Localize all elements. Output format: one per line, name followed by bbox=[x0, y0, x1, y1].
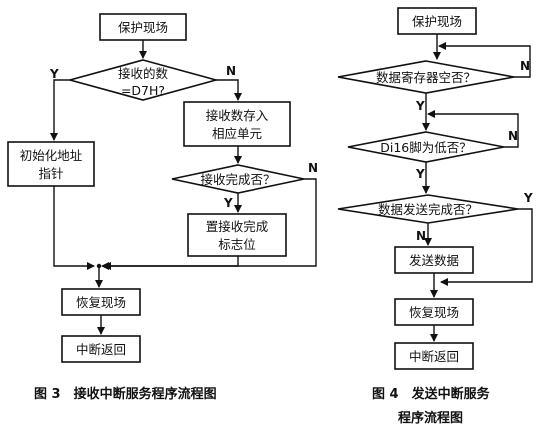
fig4-send-data-box bbox=[394, 246, 474, 274]
fig3-decision1-line2: =D7H? bbox=[121, 83, 165, 98]
fig4-protect-box bbox=[397, 7, 477, 35]
fig3-init-line1: 初始化地址 bbox=[20, 148, 83, 163]
fig4-y-label-3: Y bbox=[523, 191, 533, 205]
fig3-set-flag-box bbox=[187, 213, 287, 257]
fig4-decision1-label: 数据寄存器空否？ bbox=[376, 70, 476, 85]
fig3-return-label: 中断返回 bbox=[76, 342, 126, 357]
fig3-setflag-line2: 标志位 bbox=[218, 237, 256, 252]
fig4-return-box bbox=[394, 342, 474, 370]
fig4-decision2-label: Di16脚为低否？ bbox=[380, 140, 472, 155]
fig3-store-line1: 接收数存入 bbox=[206, 108, 269, 123]
fig4-send-label: 发送数据 bbox=[409, 253, 459, 268]
fig3-n-label-2: N bbox=[308, 161, 318, 175]
fig4-decision3-label: 数据发送完成否？ bbox=[378, 202, 478, 217]
fig3-init-pointer-box bbox=[7, 141, 95, 187]
fig4-send-interrupt-flowchart: 保护现场 数据寄存器空否？ N Y Di16脚为低否？ N Y 数据发送完成否？… bbox=[337, 7, 533, 426]
fig4-n-label-3: N bbox=[416, 229, 426, 243]
fig3-protect-label: 保护现场 bbox=[118, 20, 168, 35]
fig3-restore-box bbox=[61, 288, 141, 316]
fig4-y-label-1: Y bbox=[415, 99, 425, 113]
fig4-caption-line2: 程序流程图 bbox=[398, 410, 463, 426]
fig4-y-label-2: Y bbox=[415, 167, 425, 181]
fig3-store-line2: 相应单元 bbox=[212, 126, 262, 141]
fig3-n-label-1: N bbox=[226, 64, 236, 78]
fig4-protect-label: 保护现场 bbox=[412, 14, 462, 29]
fig3-return-box bbox=[61, 335, 141, 363]
fig3-decision2-label: 接收完成否？ bbox=[200, 172, 275, 187]
fig4-restore-label: 恢复现场 bbox=[409, 305, 459, 320]
fig3-decision-received-d7h bbox=[66, 59, 220, 101]
fig3-init-line2: 指针 bbox=[38, 166, 63, 181]
fig4-caption-line1: 图 4 发送中断服务 bbox=[372, 386, 491, 402]
fig3-y-label-1: Y bbox=[49, 67, 59, 81]
fig3-restore-label: 恢复现场 bbox=[76, 295, 126, 310]
fig3-receive-interrupt-flowchart: 保护现场 接收的数 =D7H? Y N 初始化地址 指针 接收数存入 相应单元 … bbox=[7, 13, 318, 402]
fig4-n-label-2: N bbox=[508, 129, 518, 143]
fig4-return-label: 中断返回 bbox=[409, 349, 459, 364]
fig3-setflag-line1: 置接收完成 bbox=[206, 219, 269, 234]
fig3-caption: 图 3 接收中断服务程序流程图 bbox=[34, 386, 217, 402]
fig4-n-label-1: N bbox=[520, 59, 530, 73]
fig3-store-data-box bbox=[183, 101, 291, 147]
fig3-y-label-2: Y bbox=[223, 196, 233, 210]
fig3-decision1-line1: 接收的数 bbox=[118, 66, 169, 81]
